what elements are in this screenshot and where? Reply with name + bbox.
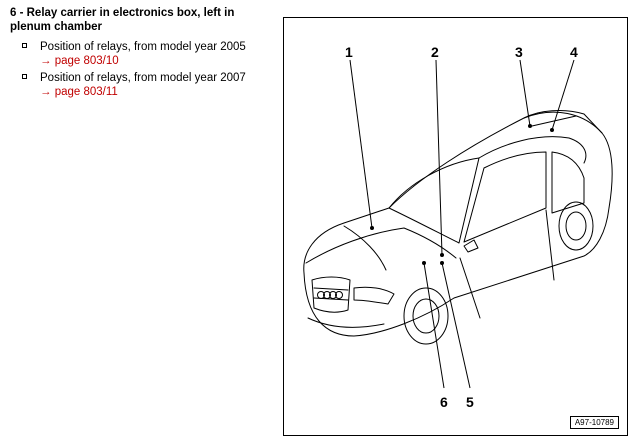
callout-1: 1: [345, 44, 353, 60]
car-diagram-figure: 1 2 3 4 5 6 A97-10789: [283, 17, 628, 436]
section-title: Relay carrier in electronics box, left i…: [10, 7, 235, 33]
callout-4: 4: [570, 44, 578, 60]
page-link[interactable]: → page 803/10: [40, 55, 119, 67]
callout-5: 5: [466, 394, 474, 410]
car-illustration: [303, 59, 613, 389]
list-item-text: Position of relays, from model year 2007: [40, 72, 246, 84]
figure-id: A97-10789: [569, 416, 619, 429]
page-link[interactable]: → page 803/11: [40, 86, 118, 98]
callout-6: 6: [440, 394, 448, 410]
list-item-text: Position of relays, from model year 2005: [40, 41, 246, 53]
square-bullet-icon: [22, 74, 27, 79]
callout-2: 2: [431, 44, 439, 60]
section-number: 6 -: [10, 7, 24, 19]
section-heading: 6 - Relay carrier in electronics box, le…: [10, 6, 272, 34]
square-bullet-icon: [22, 43, 27, 48]
callout-3: 3: [515, 44, 523, 60]
